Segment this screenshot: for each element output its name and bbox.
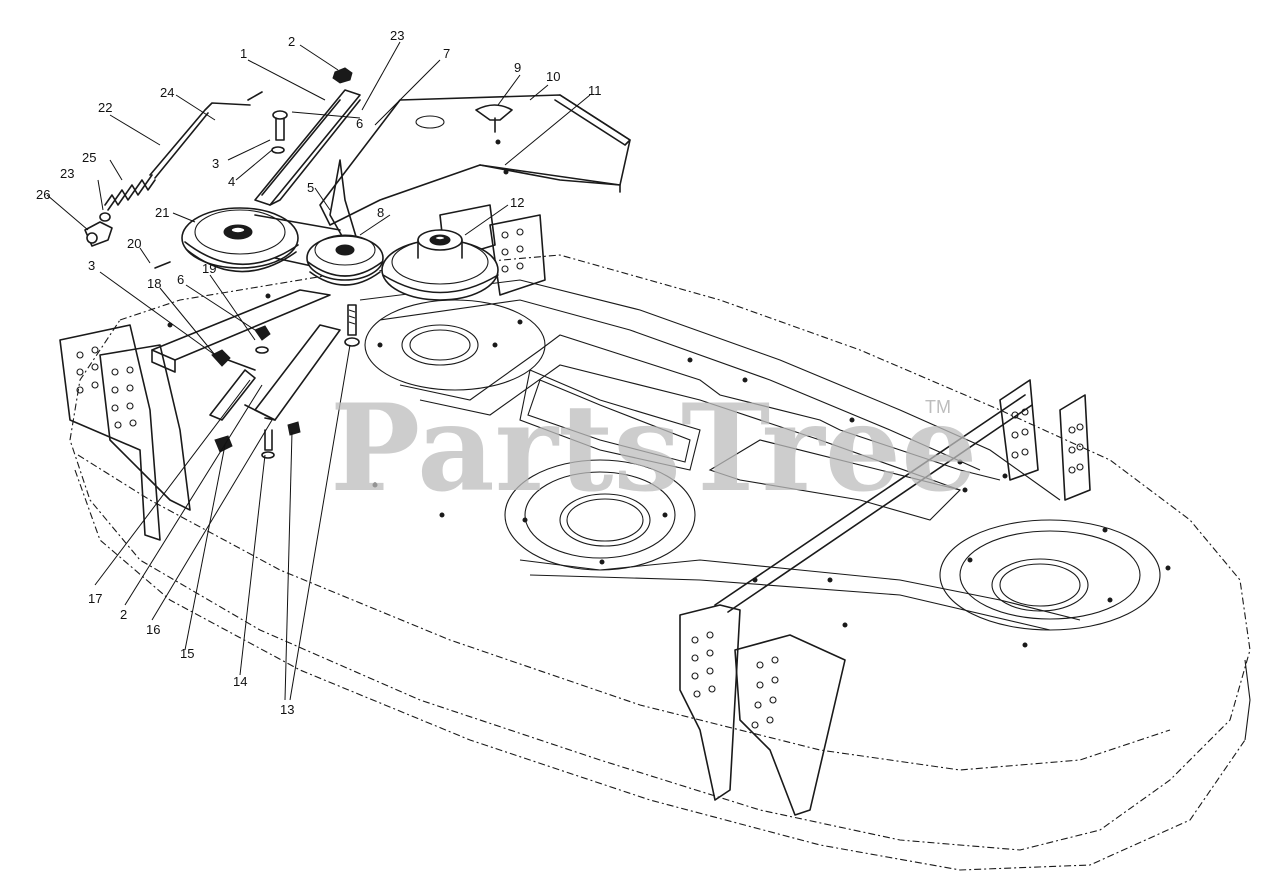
- callout-23-top: 23: [390, 28, 404, 43]
- callout-17: 17: [88, 591, 102, 606]
- callout-2-bottom: 2: [120, 607, 127, 622]
- front-axle-rod: [714, 394, 1026, 606]
- top-hex-nut: [332, 67, 353, 84]
- callout-labels: 1 2 23 7 9 10 11 24 22 3 6 4 25 23 26 5 …: [36, 28, 602, 717]
- watermark-brand: PartsTree: [330, 378, 977, 519]
- pulley-bolt: [344, 304, 360, 347]
- callout-19: 19: [202, 261, 216, 276]
- shoulder-bolt: [271, 110, 288, 154]
- callout-6-left: 6: [177, 272, 184, 287]
- callout-10: 10: [546, 69, 560, 84]
- callout-14: 14: [233, 674, 247, 689]
- lower-bolt-and-nut: [211, 325, 301, 459]
- callout-22: 22: [98, 100, 112, 115]
- tension-spring: [104, 174, 156, 211]
- pin: [154, 261, 171, 269]
- idler-pulley-8: [306, 234, 384, 286]
- callout-1: 1: [240, 46, 247, 61]
- callout-6-top: 6: [356, 116, 363, 131]
- deck-housing: [69, 254, 1251, 871]
- idler-bracket-lower: [151, 289, 341, 421]
- callout-9: 9: [514, 60, 521, 75]
- callout-11: 11: [588, 83, 602, 98]
- watermark-trademark: TM: [925, 397, 951, 417]
- callout-12: 12: [510, 195, 524, 210]
- callout-15: 15: [180, 646, 194, 661]
- callout-23-left: 23: [60, 166, 74, 181]
- deck-rails: [359, 279, 1081, 631]
- front-left-bracket: [59, 324, 191, 541]
- callout-18: 18: [147, 276, 161, 291]
- deck-bolt-holes: [167, 293, 1171, 648]
- callout-8: 8: [377, 205, 384, 220]
- callout-26: 26: [36, 187, 50, 202]
- callout-21: 21: [155, 205, 169, 220]
- rod-end-fitting: [84, 221, 113, 247]
- callout-25: 25: [82, 150, 96, 165]
- callout-3-left: 3: [88, 258, 95, 273]
- front-right-bracket: [679, 604, 846, 816]
- callout-4: 4: [228, 174, 235, 189]
- callout-7: 7: [443, 46, 450, 61]
- callout-2-top: 2: [288, 34, 295, 49]
- tension-rod: [149, 91, 263, 179]
- spindle-openings: [364, 299, 1161, 631]
- spring-washer: [99, 212, 111, 222]
- callout-5: 5: [307, 180, 314, 195]
- callout-24: 24: [160, 85, 174, 100]
- spindle-pulley-12: [381, 229, 499, 301]
- rear-brackets: [439, 204, 1091, 501]
- callout-20: 20: [127, 236, 141, 251]
- drive-pulley-21: [181, 207, 299, 273]
- callout-13: 13: [280, 702, 294, 717]
- callout-16: 16: [146, 622, 160, 637]
- belt-guard-cover: [319, 94, 631, 226]
- callout-3-top: 3: [212, 156, 219, 171]
- wing-screw: [475, 104, 513, 133]
- leader-lines: [46, 41, 591, 701]
